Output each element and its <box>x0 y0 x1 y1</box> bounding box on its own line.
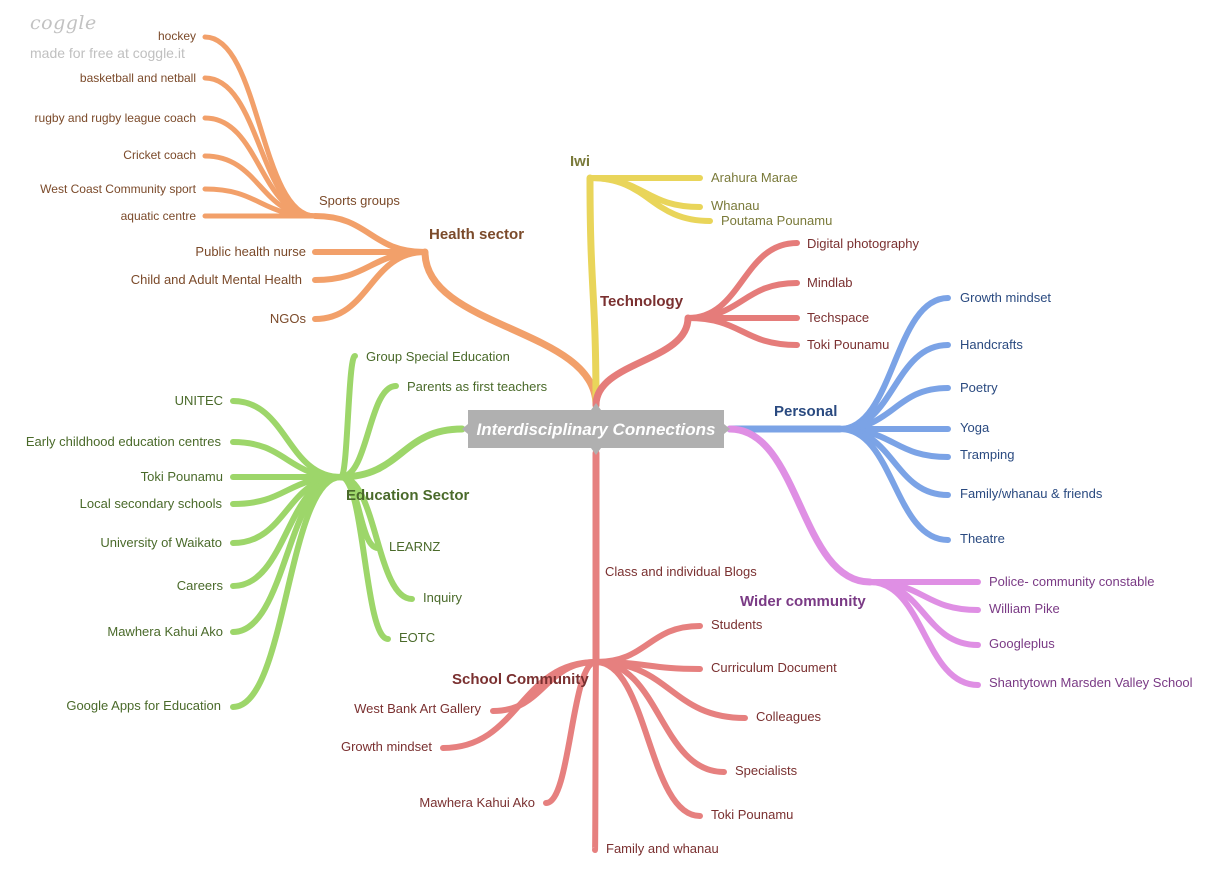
branch-iwi-item-poutama-pounamu-label[interactable]: Poutama Pounamu <box>721 213 832 228</box>
branch-health-sector-item-ngos-link <box>312 249 428 322</box>
watermark-text: made for free at coggle.it <box>30 45 185 61</box>
branch-wider-community-label[interactable]: Wider community <box>740 593 866 610</box>
branch-education-sector-item-google-apps-for-education-link <box>230 474 344 710</box>
branch-wider-community-item-googleplus-label[interactable]: Googleplus <box>989 636 1055 651</box>
branch-health-sector-item-sports-groups-item-cricket-coach-label[interactable]: Cricket coach <box>123 148 196 162</box>
branch-technology-item-digital-photography-link <box>685 240 800 321</box>
links-layer <box>202 34 981 853</box>
branch-personal-item-handcrafts-label[interactable]: Handcrafts <box>960 337 1023 352</box>
branch-school-community-item-west-bank-art-gallery-label[interactable]: West Bank Art Gallery <box>354 701 481 716</box>
branch-school-community-item-colleagues-label[interactable]: Colleagues <box>756 709 822 724</box>
branch-education-sector-item-local-secondary-schools-label[interactable]: Local secondary schools <box>80 496 223 511</box>
branch-wider-community-item-shantytown-marsden-valley-school-label[interactable]: Shantytown Marsden Valley School <box>989 675 1193 690</box>
branch-technology-item-mindlab-label[interactable]: Mindlab <box>807 275 853 290</box>
root-left-notch <box>462 424 468 434</box>
branch-education-sector-item-inquiry-link <box>338 474 415 602</box>
branch-school-community-item-family-and-whanau-label[interactable]: Family and whanau <box>606 841 719 856</box>
branch-personal-label[interactable]: Personal <box>774 403 837 420</box>
branch-technology-item-toki-pounamu-link <box>685 315 800 348</box>
branch-school-community-item-toki-pounamu-label[interactable]: Toki Pounamu <box>711 807 793 822</box>
branch-wider-community-item-william-pike-label[interactable]: William Pike <box>989 601 1060 616</box>
branch-education-sector-item-careers-label[interactable]: Careers <box>177 578 224 593</box>
branch-health-sector-item-sports-groups-item-hockey-label[interactable]: hockey <box>158 29 196 43</box>
root-node[interactable]: Interdisciplinary Connections <box>462 403 730 455</box>
branch-education-sector-item-google-apps-for-education-label[interactable]: Google Apps for Education <box>66 698 221 713</box>
branch-education-sector-item-unitec-label[interactable]: UNITEC <box>175 393 223 408</box>
branch-iwi-item-whanau-label[interactable]: Whanau <box>711 198 759 213</box>
branch-technology-item-techspace-label[interactable]: Techspace <box>807 310 869 325</box>
branch-iwi-link <box>586 174 600 409</box>
branch-personal-item-family-whanau-friends-label[interactable]: Family/whanau & friends <box>960 486 1103 501</box>
branch-personal-item-theatre-label[interactable]: Theatre <box>960 531 1005 546</box>
branch-school-community-item-specialists-label[interactable]: Specialists <box>735 763 798 778</box>
branch-wider-community-item-police-community-constable-label[interactable]: Police- community constable <box>989 574 1154 589</box>
branch-personal-item-growth-mindset-label[interactable]: Growth mindset <box>960 290 1051 305</box>
branch-health-sector-item-sports-groups-item-basketball-and-netball-label[interactable]: basketball and netball <box>80 71 196 85</box>
branch-education-sector-item-group-special-education-label[interactable]: Group Special Education <box>366 349 510 364</box>
branch-health-sector-item-child-and-adult-mental-health-label[interactable]: Child and Adult Mental Health <box>131 272 302 287</box>
root-bottom-notch <box>591 448 601 455</box>
root-top-notch <box>591 403 601 410</box>
branch-education-sector-link <box>337 425 466 481</box>
coggle-logo: coggle <box>30 12 97 34</box>
branch-education-sector-item-unitec-link <box>230 398 344 480</box>
branch-technology-link <box>592 314 692 409</box>
branch-iwi-item-arahura-marae-label[interactable]: Arahura Marae <box>711 170 798 185</box>
branch-iwi-item-poutama-pounamu-link <box>587 175 713 224</box>
branch-personal-item-theatre-link <box>837 426 951 543</box>
branch-health-sector-item-sports-groups-item-basketball-and-netball-link <box>202 75 318 219</box>
branch-school-community-item-growth-mindset-label[interactable]: Growth mindset <box>341 739 432 754</box>
branch-health-sector-item-sports-groups-item-west-coast-community-sport-label[interactable]: West Coast Community sport <box>40 182 196 196</box>
root-label: Interdisciplinary Connections <box>477 420 716 439</box>
branch-education-sector-item-eotc-link <box>338 474 391 642</box>
branch-school-community-item-specialists-link <box>593 659 727 775</box>
branch-education-sector-item-early-childhood-education-centres-label[interactable]: Early childhood education centres <box>26 434 222 449</box>
root-right-notch <box>724 424 730 434</box>
branch-health-sector-item-sports-groups-label[interactable]: Sports groups <box>319 193 400 208</box>
branch-health-sector-link <box>421 248 600 409</box>
branch-wider-community-item-shantytown-marsden-valley-school-link <box>867 579 981 688</box>
branch-education-sector-label[interactable]: Education Sector <box>346 487 470 504</box>
branch-iwi-label[interactable]: Iwi <box>570 153 590 170</box>
labels-layer: Health sector Sports groups hockey basketba… <box>26 29 1193 856</box>
branch-health-sector-item-sports-groups-link <box>312 213 428 255</box>
branch-technology-item-digital-photography-label[interactable]: Digital photography <box>807 236 920 251</box>
branch-health-sector-item-sports-groups-item-rugby-and-rugby-league-coach-label[interactable]: rugby and rugby league coach <box>35 111 196 125</box>
root-node-box <box>468 410 724 448</box>
branch-school-community-item-family-and-whanau-link <box>592 659 599 853</box>
branch-school-community-item-students-link <box>593 623 703 665</box>
branch-technology-item-toki-pounamu-label[interactable]: Toki Pounamu <box>807 337 889 352</box>
branch-school-community-item-mawhera-kahui-ako-label[interactable]: Mawhera Kahui Ako <box>419 795 535 810</box>
branch-school-community-item-students-label[interactable]: Students <box>711 617 763 632</box>
branch-wider-community-link <box>726 425 874 586</box>
branch-school-community-item-mawhera-kahui-ako-link <box>543 659 599 806</box>
branch-education-sector-item-mawhera-kahui-ako-label[interactable]: Mawhera Kahui Ako <box>107 624 223 639</box>
branch-school-community-item-curriculum-document-label[interactable]: Curriculum Document <box>711 660 837 675</box>
branch-personal-item-yoga-label[interactable]: Yoga <box>960 420 990 435</box>
branch-personal-item-tramping-label[interactable]: Tramping <box>960 447 1014 462</box>
branch-technology-label[interactable]: Technology <box>600 293 684 310</box>
branch-health-sector-label[interactable]: Health sector <box>429 226 524 243</box>
branch-school-community-item-colleagues-link <box>593 659 748 721</box>
branch-education-sector-item-learnz-label[interactable]: LEARNZ <box>389 539 440 554</box>
branch-school-community-item-class-and-individual-blogs-label[interactable]: Class and individual Blogs <box>605 564 757 579</box>
branch-education-sector-item-parents-as-first-teachers-link <box>338 383 399 480</box>
branch-education-sector-item-eotc-label[interactable]: EOTC <box>399 630 435 645</box>
branch-education-sector-item-inquiry-label[interactable]: Inquiry <box>423 590 463 605</box>
branch-school-community-item-toki-pounamu-link <box>593 659 703 819</box>
branch-health-sector-item-sports-groups-item-aquatic-centre-label[interactable]: aquatic centre <box>121 209 197 223</box>
branch-personal-item-poetry-label[interactable]: Poetry <box>960 380 998 395</box>
branch-education-sector-item-toki-pounamu-label[interactable]: Toki Pounamu <box>141 469 223 484</box>
branch-school-community-item-west-bank-art-gallery-link <box>490 659 599 714</box>
branch-health-sector-item-public-health-nurse-label[interactable]: Public health nurse <box>195 244 306 259</box>
branch-health-sector-item-ngos-label[interactable]: NGOs <box>270 311 307 326</box>
branch-education-sector-item-parents-as-first-teachers-label[interactable]: Parents as first teachers <box>407 379 548 394</box>
branch-education-sector-item-group-special-education-link <box>338 353 358 480</box>
branch-school-community-label[interactable]: School Community <box>452 671 589 688</box>
branch-education-sector-item-university-of-waikato-label[interactable]: University of Waikato <box>100 535 222 550</box>
